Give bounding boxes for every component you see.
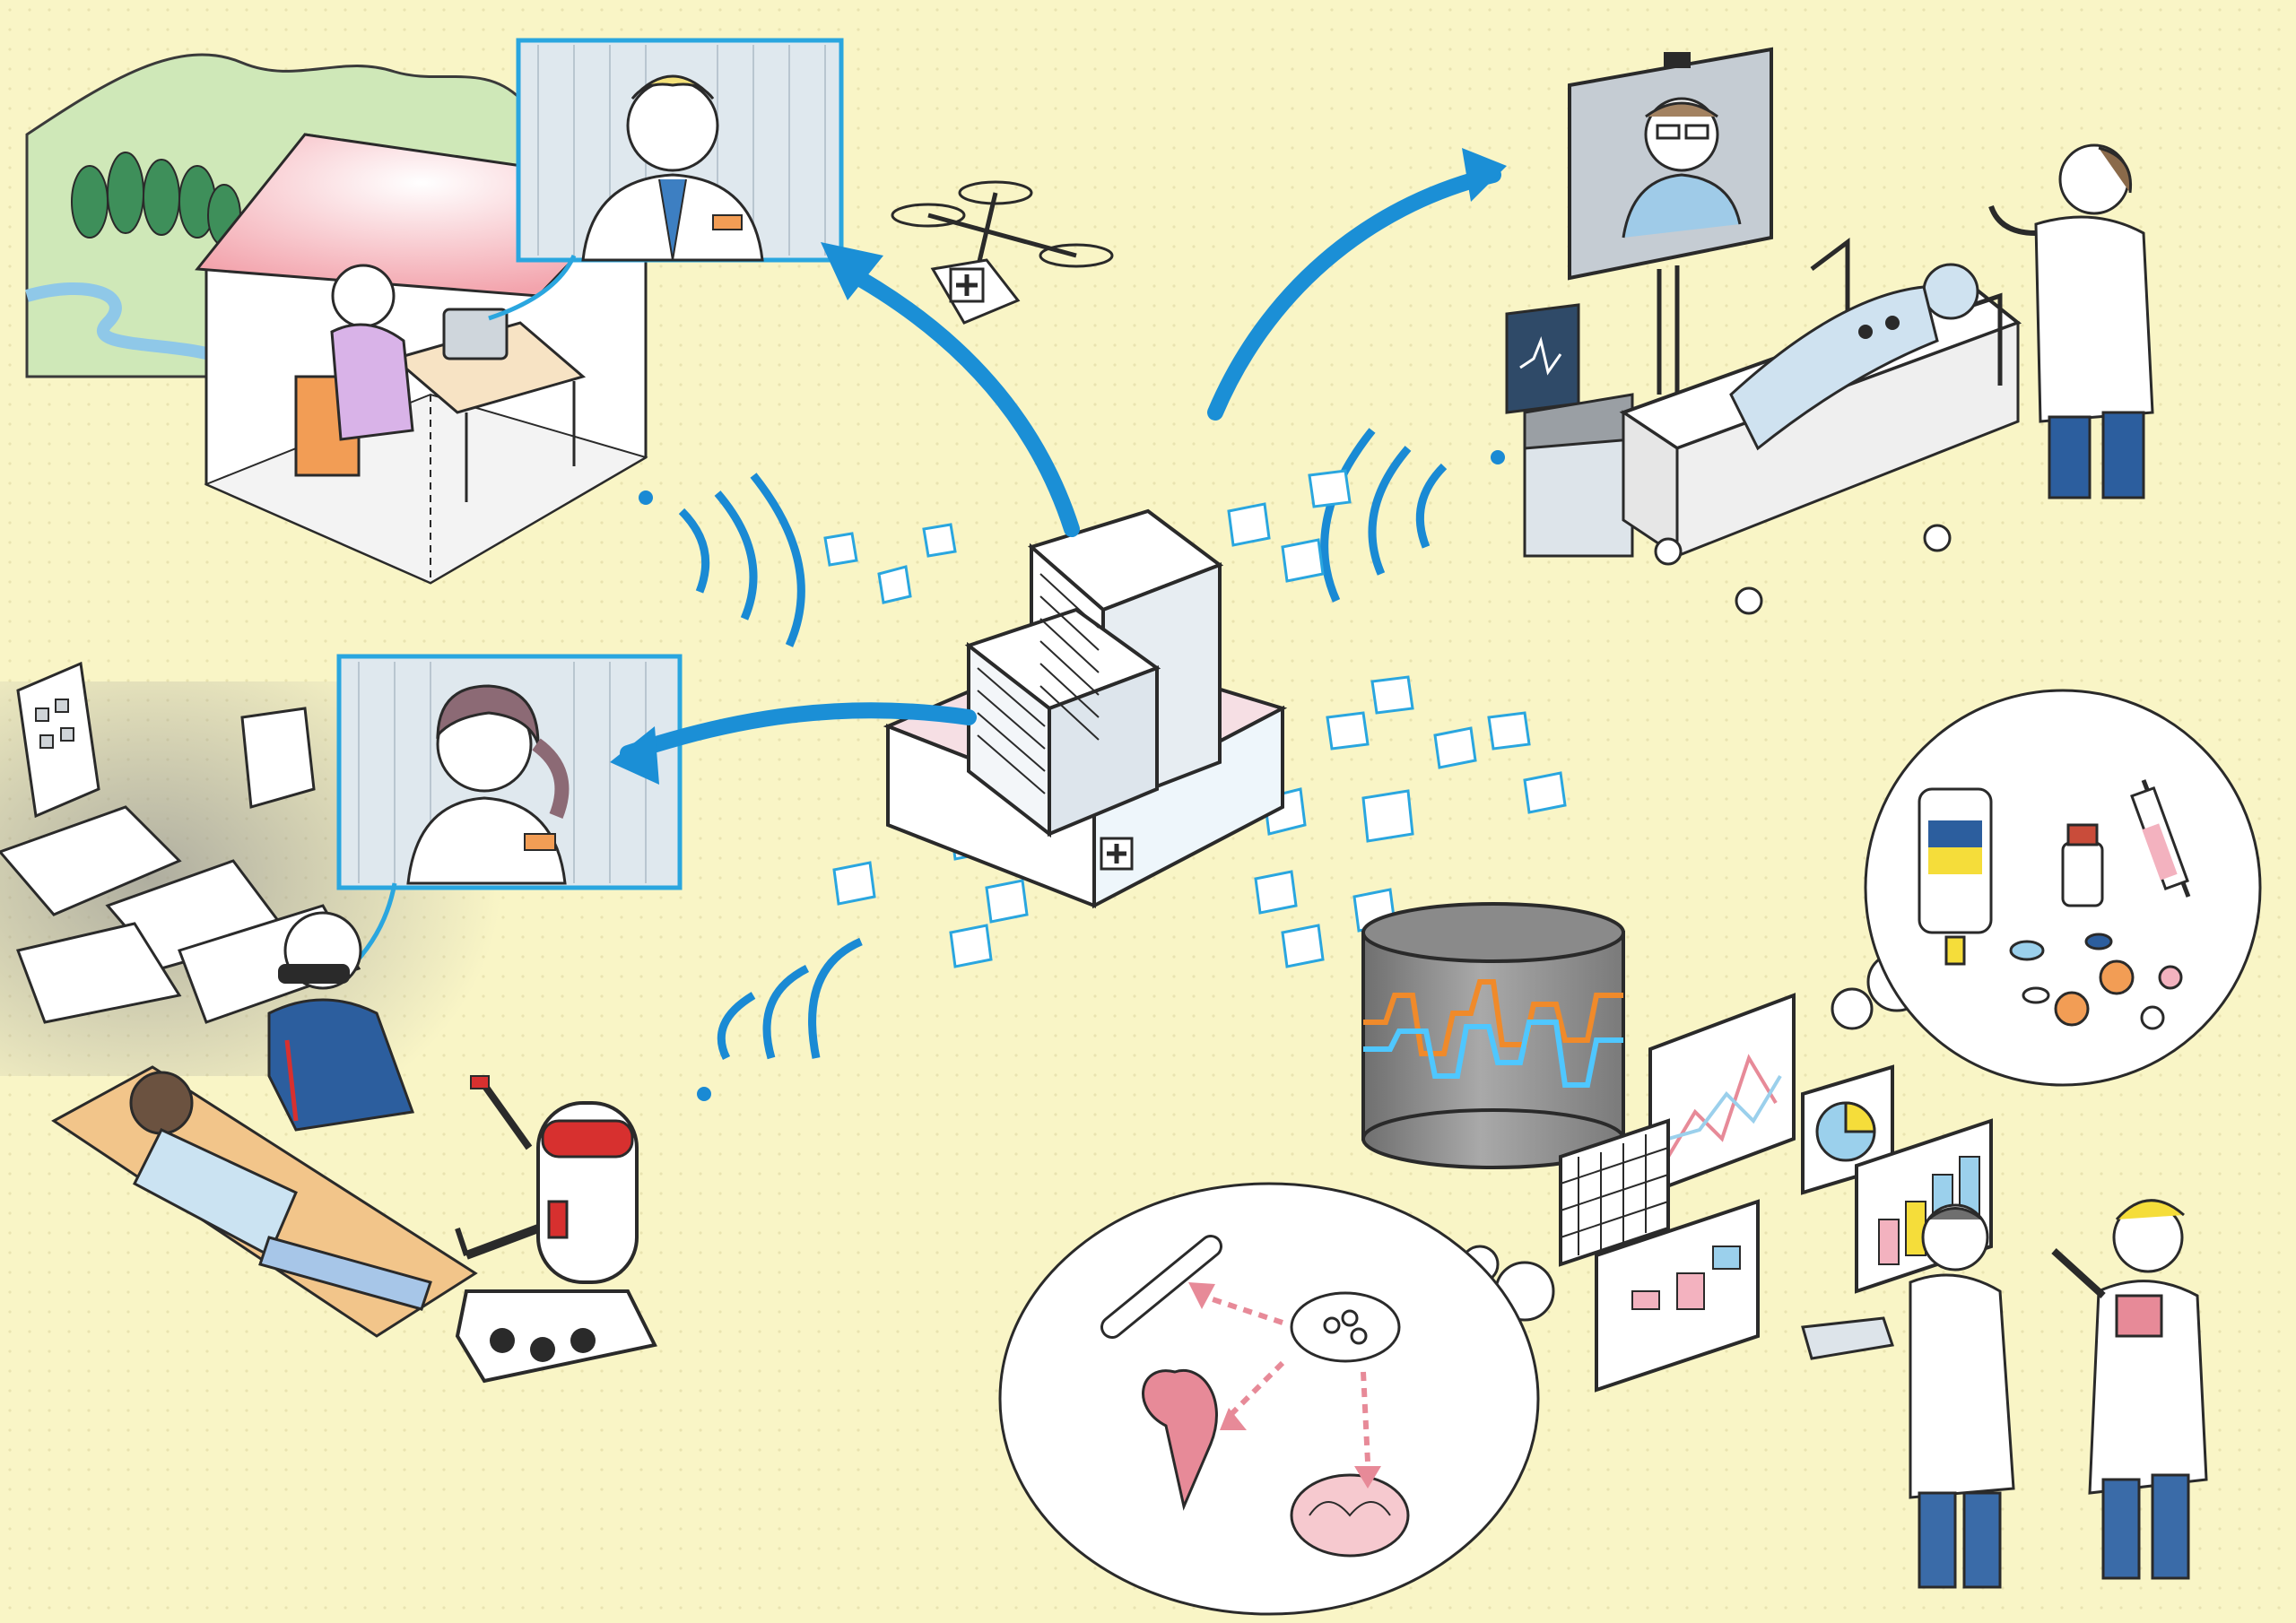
- researcher-right: [2051, 1199, 2208, 1580]
- standing-doctor: [1988, 143, 2154, 499]
- rural-home-scene: [25, 38, 844, 585]
- arrow-to-ward: [1207, 167, 1501, 421]
- wifi-signal-icon: [639, 473, 805, 647]
- bone-icon: [1100, 1235, 1222, 1339]
- hospital-building-icon: [883, 508, 1288, 909]
- video-doctor-screen-icon: [516, 38, 844, 263]
- syringe-icon: [2130, 779, 2191, 898]
- medicine-bottle-icon: [2061, 823, 2104, 907]
- ruined-buildings: [0, 661, 361, 1024]
- regenerative-medicine-thought-bubble: [998, 1182, 1555, 1616]
- ecg-machine: [1505, 303, 1634, 558]
- medication-thought-bubble: [1831, 689, 2262, 1087]
- arrow-to-home: [835, 261, 1080, 537]
- petri-dish-cells-icon: [1290, 1291, 1401, 1363]
- robot-tracks: [455, 1289, 657, 1384]
- table-panel: [1559, 1118, 1670, 1267]
- clipboard: [2115, 1294, 2163, 1338]
- rescue-worker: [267, 911, 415, 1132]
- river: [25, 282, 227, 365]
- pills-icon: [2009, 933, 2183, 1030]
- elderly-patient: [330, 264, 414, 441]
- scatter-chart-icon: [1595, 1199, 1760, 1393]
- arrow-to-disaster: [620, 702, 977, 761]
- data-cylinder-icon: [1361, 902, 1625, 1169]
- wifi-signal-icon: [1320, 428, 1505, 603]
- brain-icon: [1290, 1473, 1410, 1558]
- researcher-left: [1801, 1203, 2015, 1589]
- signal-arrows: [620, 167, 1501, 761]
- tablet: [442, 308, 509, 360]
- rescue-robot-icon: [455, 1075, 657, 1384]
- data-packets: [823, 469, 1567, 968]
- iv-bag-icon: [1918, 787, 1993, 966]
- wifi-signal-icon: [697, 937, 863, 1101]
- heart-icon: [1142, 1369, 1218, 1511]
- researcher-tablet: [1801, 1316, 1894, 1360]
- injured-patient: [129, 1071, 432, 1311]
- signal-arrow-heads: [610, 148, 1507, 785]
- rescue-scene: [51, 911, 657, 1384]
- doctor-head: [626, 79, 719, 172]
- differentiation-arrows: [1201, 1293, 1370, 1462]
- medical-drone-icon: [891, 180, 1114, 325]
- researchers: [1801, 1199, 2208, 1589]
- wall-monitor: [1568, 47, 1773, 395]
- forest-trees: [71, 152, 241, 247]
- lying-patient: [1729, 263, 1979, 451]
- video-doctor-screen-icon: [336, 654, 683, 890]
- speech-tail: [488, 254, 577, 321]
- hospital-ward-scene: [1505, 47, 2154, 615]
